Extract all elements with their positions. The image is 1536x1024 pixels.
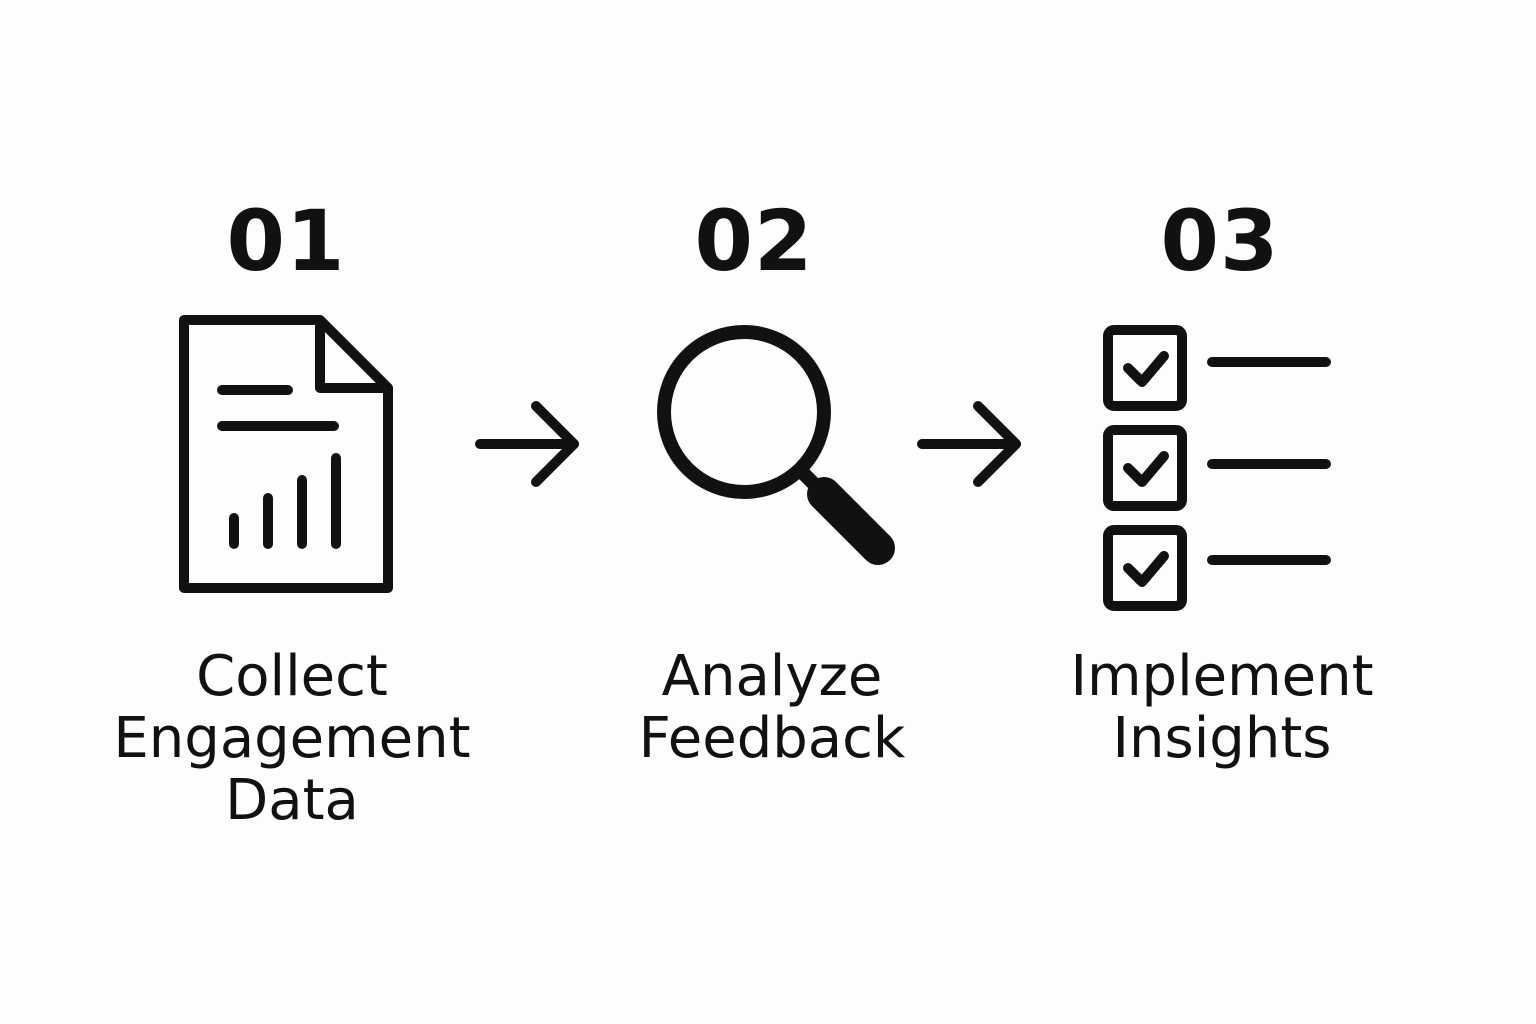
step-1-label: Collect Engagement Data bbox=[82, 646, 502, 832]
step-3-number: 03 bbox=[1160, 192, 1280, 290]
step-1-label-line-2: Engagement bbox=[113, 706, 471, 771]
step-2-label: Analyze Feedback bbox=[562, 646, 982, 770]
checklist-icon bbox=[1103, 325, 1331, 611]
step-2-number: 02 bbox=[694, 192, 814, 290]
step-1-label-line-1: Collect bbox=[196, 644, 388, 709]
document-chart-icon bbox=[179, 315, 393, 593]
step-1-label-line-3: Data bbox=[225, 768, 359, 833]
step-2-label-line-2: Feedback bbox=[638, 706, 906, 771]
arrow-right-icon bbox=[475, 401, 579, 487]
step-1-number: 01 bbox=[226, 192, 346, 290]
step-2-label-line-1: Analyze bbox=[661, 644, 883, 709]
step-3-label-line-2: Insights bbox=[1112, 706, 1332, 771]
magnifying-glass-icon bbox=[657, 325, 895, 565]
step-3-label-line-1: Implement bbox=[1070, 644, 1374, 709]
arrow-right-icon bbox=[917, 401, 1021, 487]
step-3-label: Implement Insights bbox=[1012, 646, 1432, 770]
